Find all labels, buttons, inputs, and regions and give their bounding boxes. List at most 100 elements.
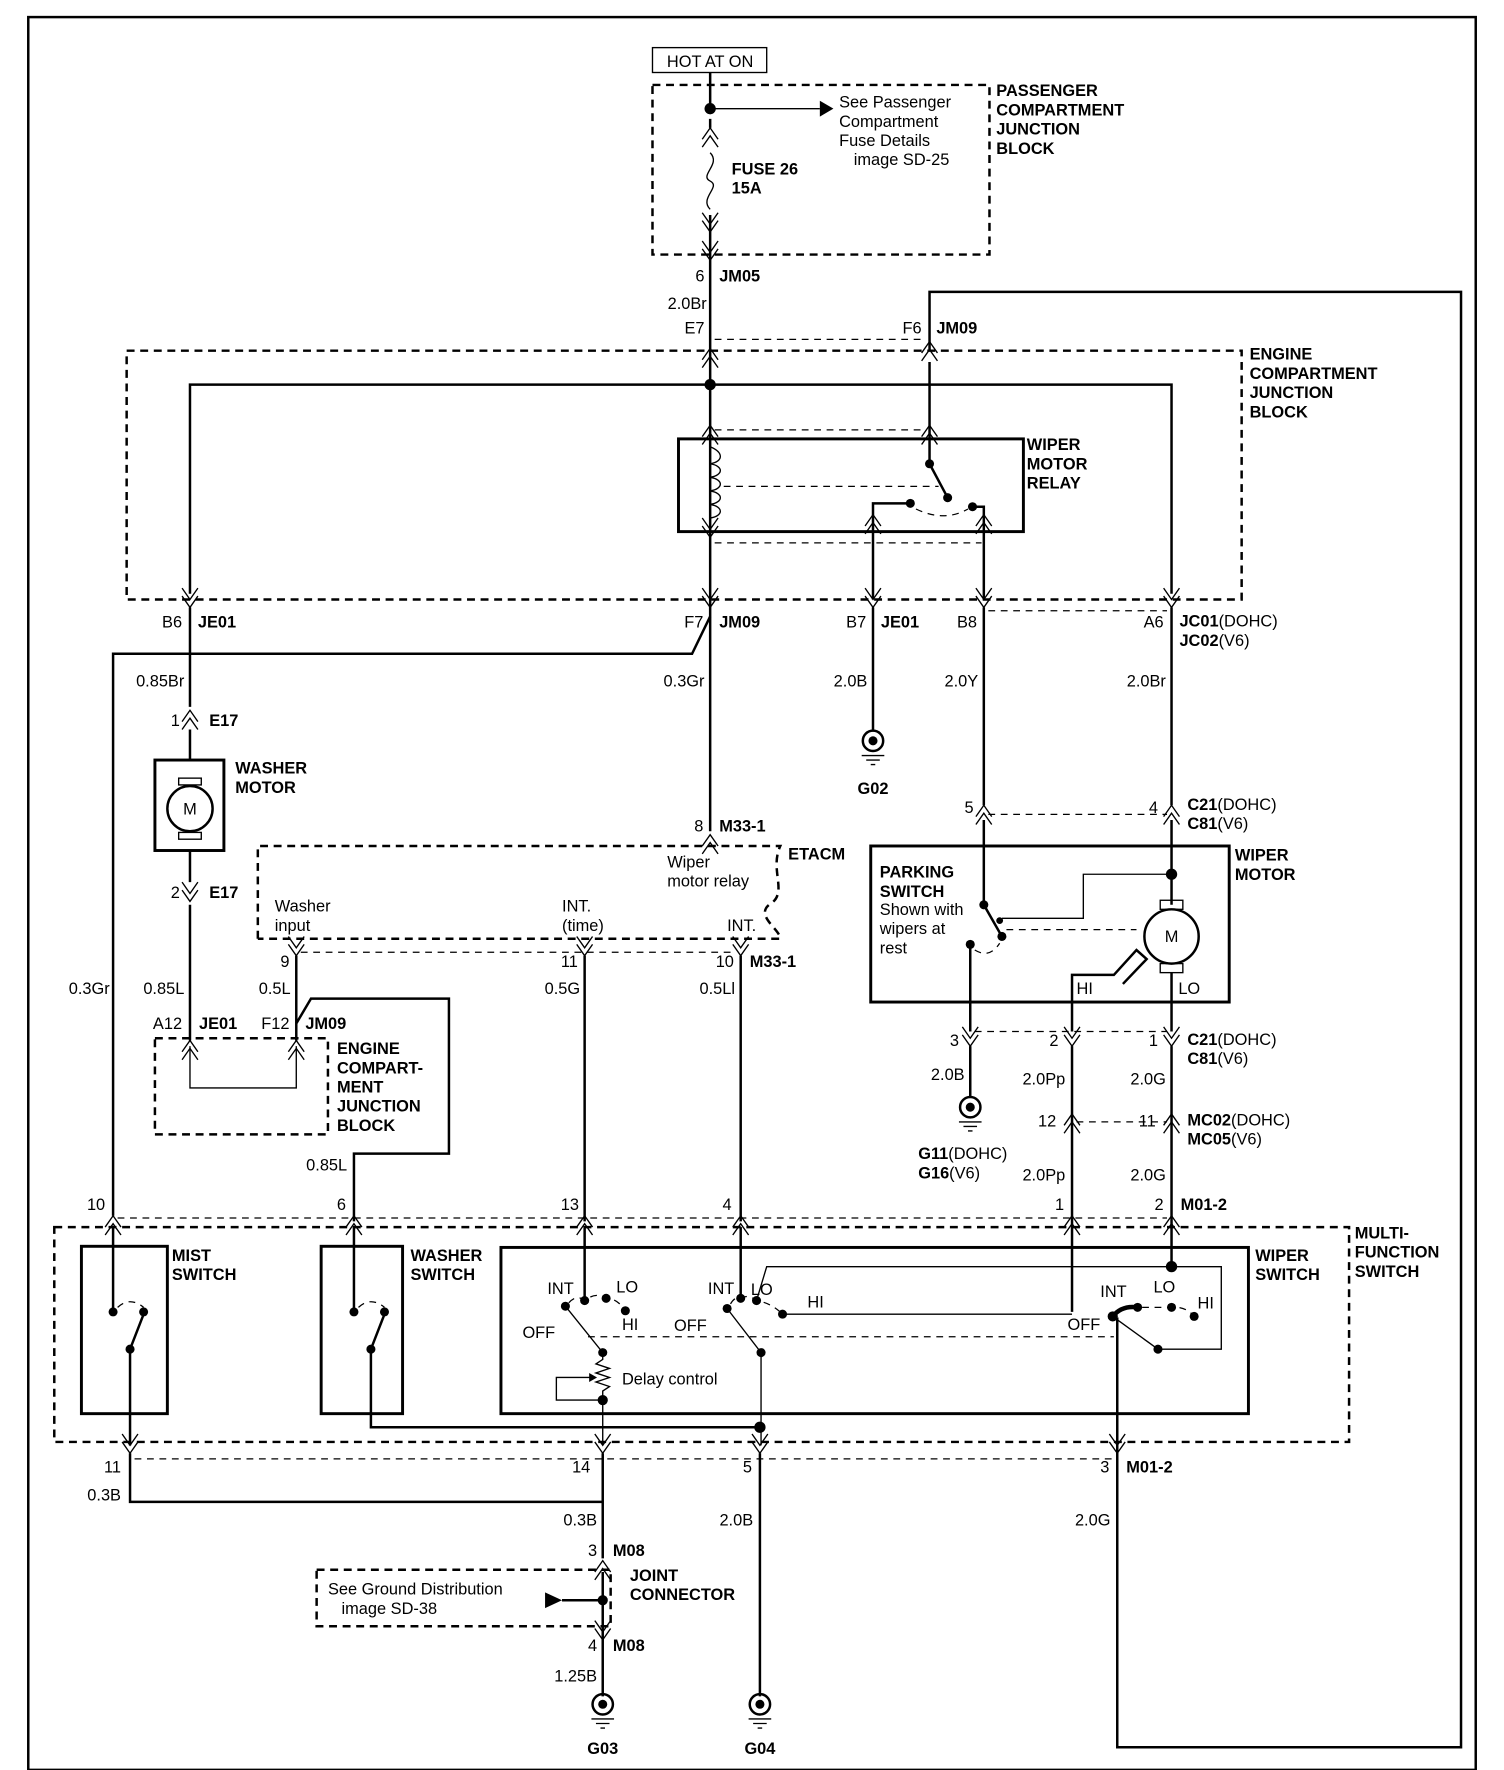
wire-label: 0.3B [563, 1512, 597, 1530]
wiper-switch-label: SWITCH [1255, 1266, 1320, 1284]
connector-label: C21(DOHC) [1187, 796, 1276, 814]
connector-label: M33-1 [750, 953, 796, 971]
washer-motor-label: WASHER [235, 760, 307, 778]
ground-label: G11(DOHC) [918, 1145, 1007, 1163]
ecjb-label: BLOCK [1250, 403, 1308, 421]
wire-label: 2.0Pp [1022, 1071, 1065, 1089]
fuse-label: FUSE 26 [732, 160, 798, 178]
wiper-motor-label: MOTOR [1235, 866, 1296, 884]
parking-switch-label: PARKING [880, 864, 954, 882]
connector-label: M33-1 [719, 817, 765, 835]
wire-label: 2.0B [931, 1066, 965, 1084]
wire-label: 2.0B [719, 1512, 753, 1530]
wiper-switch [499, 1245, 1250, 1416]
washer-switch-label: WASHER [410, 1247, 482, 1265]
wire-label: 2.0G [1130, 1167, 1166, 1185]
joint-label: JOINT [630, 1567, 678, 1585]
relay-label: MOTOR [1027, 455, 1088, 473]
pin-label: 4 [1149, 799, 1158, 817]
int-label: INT [708, 1280, 734, 1298]
inner-ecjb-label: MENT [337, 1079, 383, 1097]
pcjb-label: JUNCTION [996, 121, 1080, 139]
wire-label: 0.3Gr [664, 673, 706, 691]
ground-icon [747, 1692, 773, 1730]
power-source: HOT AT ON [651, 46, 768, 74]
pin-label: 4 [723, 1196, 732, 1214]
wiper-motor-relay [677, 437, 1025, 534]
pin-label: 9 [280, 953, 289, 971]
off-label: OFF [674, 1317, 707, 1335]
mist-switch-label: MIST [172, 1247, 211, 1265]
wire-label: 0.3Gr [69, 980, 111, 998]
ground-icon [957, 1095, 983, 1133]
pcjb-label: PASSENGER [996, 82, 1098, 100]
connector-label: JM09 [305, 1015, 346, 1033]
hi-label: HI [1198, 1294, 1214, 1312]
hi-label: HI [807, 1293, 823, 1311]
connector-label: E17 [209, 712, 238, 730]
connector-label: JM05 [719, 268, 760, 286]
pin-label: B8 [957, 614, 977, 632]
ecjb-label: COMPARTMENT [1250, 365, 1378, 383]
pcjb-note: image SD-25 [854, 151, 950, 169]
pin-label: 2 [1049, 1032, 1058, 1050]
etacm-text: INT. [562, 898, 591, 916]
lo-label: LO [616, 1279, 638, 1297]
washer-switch [319, 1244, 405, 1416]
connector-label: C81(V6) [1187, 815, 1248, 833]
arrow-icon [545, 1592, 563, 1609]
fuse-icon [706, 152, 715, 210]
pin-label: 6 [695, 268, 704, 286]
wiper-switch-label: WIPER [1255, 1247, 1309, 1265]
lo-label: LO [1153, 1279, 1175, 1297]
pin-label: 3 [1100, 1458, 1109, 1476]
inner-ecjb-label: BLOCK [337, 1117, 395, 1135]
pcjb-note: Compartment [839, 113, 939, 131]
pcjb-label: BLOCK [996, 140, 1054, 158]
wire-label: 0.3B [87, 1487, 121, 1505]
wire-label: 2.0Br [1127, 673, 1167, 691]
washer-motor-label: MOTOR [235, 779, 296, 797]
connector-label: M01-2 [1181, 1196, 1227, 1214]
wire-label: 0.85L [143, 980, 184, 998]
relay-label: WIPER [1027, 436, 1081, 454]
lo-label: LO [751, 1281, 773, 1299]
pin-label: 11 [561, 953, 578, 971]
inner-ecjb-label: ENGINE [337, 1040, 400, 1058]
wire-label: 1.25B [554, 1668, 597, 1686]
pin-label: B6 [162, 614, 182, 632]
pcjb-note: See Passenger [839, 94, 952, 112]
connector-label: M08 [613, 1542, 645, 1560]
motor-symbol: M [183, 800, 197, 818]
wire-label: 2.0Pp [1022, 1167, 1065, 1185]
etacm-text: input [275, 917, 311, 935]
arrow-icon [819, 100, 834, 117]
off-label: OFF [522, 1324, 555, 1342]
pin-label: 1 [1149, 1032, 1158, 1050]
pin-label: 1 [1055, 1196, 1064, 1214]
wiper-motor: WIPER MOTOR PARKING SWITCH Shown with wi… [869, 819, 1296, 1032]
etacm-text: motor relay [667, 873, 750, 891]
connector-label: JM09 [936, 320, 977, 338]
fuse-rating: 15A [732, 179, 762, 197]
passenger-junction-block: PASSENGER COMPARTMENT JUNCTION BLOCK See… [651, 82, 1124, 261]
wire-label: 2.0G [1130, 1071, 1166, 1089]
wire-label: 0.5G [545, 980, 581, 998]
wire-label: 2.0Br [668, 295, 708, 313]
pcjb-label: COMPARTMENT [996, 101, 1124, 119]
connector-label: M01-2 [1126, 1458, 1172, 1476]
pcjb-note: Fuse Details [839, 132, 930, 150]
etacm-label: ETACM [788, 846, 845, 864]
connector-label: C21(DOHC) [1187, 1031, 1276, 1049]
relay-label: RELAY [1027, 475, 1081, 493]
joint-connector: 3 M08 JOINT CONNECTOR See Ground Distrib… [315, 1542, 735, 1697]
relay-coil-icon [709, 446, 721, 519]
mfs-label: SWITCH [1355, 1263, 1420, 1281]
wire-label: 0.85Br [136, 673, 185, 691]
connector-label: JE01 [881, 614, 919, 632]
engine-junction-block: ENGINE COMPARTMENT JUNCTION BLOCK WIPER … [125, 340, 1378, 609]
pin-label: F7 [684, 614, 703, 632]
wire-label: 0.5L [259, 980, 291, 998]
